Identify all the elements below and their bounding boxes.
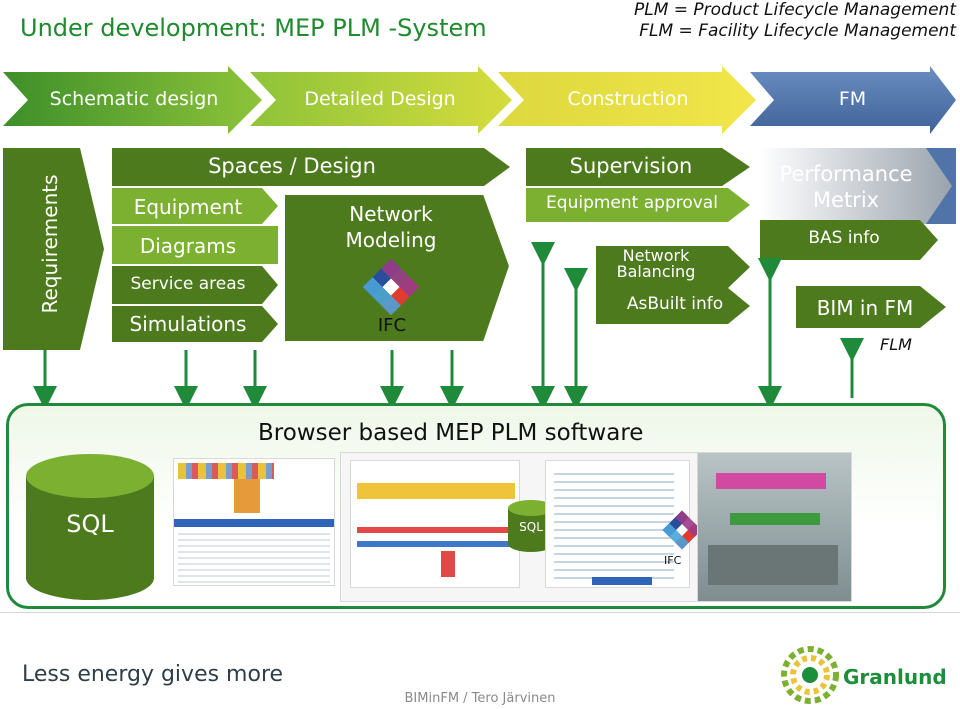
network-balancing-label: Network Balancing [616, 246, 696, 281]
database-icon [26, 454, 154, 600]
table-header-bar [174, 519, 334, 527]
phase-fm: FM [838, 88, 867, 110]
diagram-red-line [357, 527, 515, 533]
equipment-label: Equipment [133, 195, 243, 219]
diagram-pump [441, 551, 455, 577]
supervision-arrow [526, 148, 750, 186]
3d-floor [708, 545, 838, 585]
phase-arrows [3, 66, 956, 134]
phase-arrow-schematic [3, 66, 262, 134]
table-rows [178, 529, 330, 583]
ifc-small-label: IFC [664, 554, 682, 567]
asbuilt-label: AsBuilt info [626, 294, 724, 314]
software-title: Browser based MEP PLM software [258, 420, 644, 446]
slogan: Less energy gives more [22, 662, 284, 687]
asbuilt-arrow [596, 288, 750, 324]
definitions: PLM = Product Lifecycle Management FLM =… [634, 0, 956, 42]
page-title: Under development: MEP PLM -System [20, 14, 487, 42]
bim-in-fm-arrow [796, 286, 946, 328]
performance-label: Performance Metrix [779, 162, 913, 212]
supervision-label: Supervision [569, 154, 693, 178]
definition-flm: FLM = Facility Lifecycle Management [639, 21, 956, 41]
3d-duct-magenta [716, 473, 826, 489]
requirements-arrow [3, 148, 104, 350]
tree-items [554, 467, 674, 581]
simulations-arrow [112, 306, 278, 342]
equipment-approval-label: Equipment approval [546, 193, 718, 213]
3d-duct-green [730, 513, 820, 525]
phase-schematic: Schematic design [49, 88, 219, 110]
diagram-blue-line [357, 541, 515, 547]
phase-arrow-detailed [250, 66, 512, 134]
ifc-small-icon [662, 510, 702, 550]
service-areas-label: Service areas [130, 274, 246, 294]
design-header-arrow [112, 148, 510, 186]
service-areas-arrow [112, 266, 278, 304]
floor-plan-strip [178, 463, 274, 479]
3d-model-screenshot [697, 452, 852, 602]
phase-arrow-construction [498, 66, 756, 134]
diagrams-label: Diagrams [139, 234, 237, 258]
equipment-list-screenshot [173, 458, 335, 586]
ifc-logo-icon [362, 259, 420, 315]
sql-label: SQL [66, 510, 114, 538]
equipment-approval-arrow [526, 188, 750, 222]
definition-plm: PLM = Product Lifecycle Management [633, 0, 956, 20]
phase-detailed: Detailed Design [304, 88, 456, 110]
floor-plan-wing [234, 479, 260, 513]
bim-in-fm-label: BIM in FM [816, 296, 914, 320]
phase-arrow-fm [750, 66, 956, 134]
credit: BIMinFM / Tero Järvinen [404, 691, 556, 706]
sql-small-icon [507, 498, 555, 554]
footer-divider [0, 612, 960, 613]
flm-label: FLM [880, 335, 912, 354]
network-balancing-arrow [596, 246, 750, 288]
tree-screenshot [545, 460, 690, 588]
diagram-screenshot [350, 460, 520, 588]
performance-arrow-tip [760, 148, 952, 224]
equipment-arrow [112, 188, 278, 224]
phase-construction: Construction [567, 88, 689, 110]
bas-arrow [760, 220, 938, 260]
bas-label: BAS info [808, 228, 880, 248]
sql-small-label: SQL [519, 520, 543, 534]
network-modeling-label: Network Modeling [345, 202, 437, 252]
brand-name: Granlund [843, 665, 947, 689]
simulations-label: Simulations [129, 312, 247, 336]
design-header: Spaces / Design [208, 154, 376, 178]
granlund-logo-icon [781, 646, 839, 704]
tree-selected-item [592, 577, 652, 585]
diagram-yellow-line [357, 483, 515, 499]
ifc-label: IFC [377, 315, 407, 336]
connector-arrows [33, 242, 864, 410]
diagrams-box [112, 226, 278, 264]
